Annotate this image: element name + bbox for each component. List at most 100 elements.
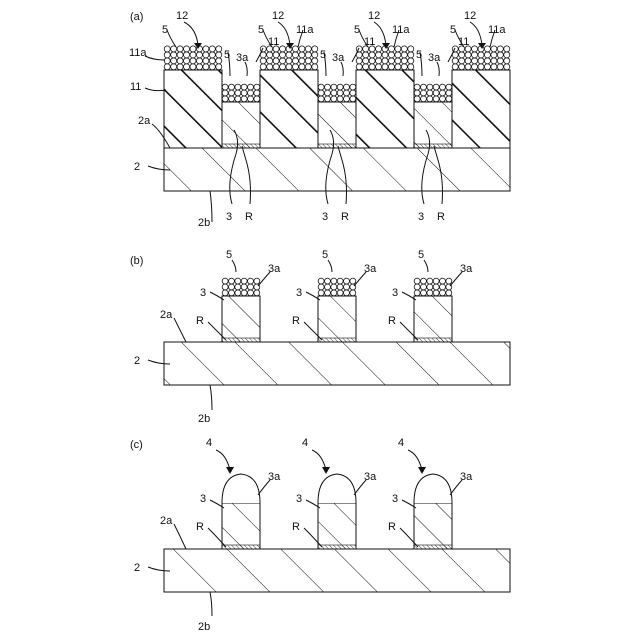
- panel-c-electrode-1: [222, 503, 260, 549]
- particle: [254, 96, 260, 102]
- panel-a-ref-5-small-1: 5: [224, 49, 230, 61]
- panel-b-ref-R-1: R: [196, 315, 204, 327]
- panel-a-arrowheads: [194, 43, 486, 49]
- particle: [229, 290, 235, 296]
- panel-a-ref-5-4: 5: [450, 24, 456, 36]
- particle: [299, 58, 305, 64]
- panel-b-particles-2: [318, 278, 356, 296]
- panel-a-substrate: [164, 148, 510, 191]
- panel-b-electrode-1: [222, 296, 260, 342]
- particle: [440, 90, 446, 96]
- particle: [325, 284, 331, 290]
- particle: [325, 90, 331, 96]
- particle: [414, 90, 420, 96]
- particle: [318, 284, 324, 290]
- particle: [177, 64, 183, 70]
- particle: [484, 52, 490, 58]
- particle: [331, 90, 337, 96]
- particle: [421, 284, 427, 290]
- particle: [421, 278, 427, 284]
- particle: [241, 96, 247, 102]
- particle: [427, 90, 433, 96]
- particle: [305, 64, 311, 70]
- particle: [305, 58, 311, 64]
- panel-a-ref-R-1: R: [245, 211, 253, 223]
- panel-b-ref-3a-3: 3a: [460, 263, 473, 275]
- particle: [433, 290, 439, 296]
- particle: [440, 290, 446, 296]
- panel-b-particles-1: [222, 278, 260, 296]
- panel-c-bump-2: [318, 474, 356, 503]
- panel-a-ref-11-2: 11: [268, 36, 279, 48]
- panel-a-electrode-2: [318, 102, 356, 148]
- particle: [414, 290, 420, 296]
- particle: [222, 90, 228, 96]
- panel-b-ref-3-3: 3: [392, 287, 398, 299]
- particle: [299, 52, 305, 58]
- particle: [356, 46, 362, 52]
- particle: [497, 64, 503, 70]
- panel-a-electrode-3: [414, 102, 452, 148]
- particle: [446, 90, 452, 96]
- particle: [350, 84, 356, 90]
- particle: [363, 64, 369, 70]
- particle: [465, 64, 471, 70]
- particle: [184, 64, 190, 70]
- particle: [273, 52, 279, 58]
- particle: [382, 64, 388, 70]
- particle: [248, 290, 254, 296]
- particle: [260, 46, 266, 52]
- particle: [241, 284, 247, 290]
- particle: [273, 58, 279, 64]
- particle: [203, 64, 209, 70]
- particle: [472, 52, 478, 58]
- panel-c-ref-3a-1: 3a: [268, 471, 281, 483]
- particle: [350, 96, 356, 102]
- particle: [196, 64, 202, 70]
- particle: [497, 46, 503, 52]
- panel-b-ref-3a-1: 3a: [268, 263, 281, 275]
- panel-a-ref-3-2: 3: [322, 211, 328, 223]
- panel-c-ref-4-3: 4: [398, 437, 404, 449]
- panel-b-ref-2a: 2a: [160, 309, 173, 321]
- particle: [164, 52, 170, 58]
- particle: [229, 84, 235, 90]
- panel-b-ref-3a-2: 3a: [364, 263, 377, 275]
- particle: [209, 52, 215, 58]
- particle: [414, 284, 420, 290]
- panel-a-ref-3a-3: 3a: [428, 52, 441, 64]
- particle: [286, 64, 292, 70]
- panel-b: (b) 5 5 5 3a: [130, 249, 510, 425]
- panel-c-electrode-3: [414, 503, 452, 549]
- particle: [312, 64, 318, 70]
- particle: [421, 290, 427, 296]
- particle: [395, 64, 401, 70]
- panel-c-ref-3a-3: 3a: [460, 471, 473, 483]
- particle: [369, 58, 375, 64]
- particle: [331, 284, 337, 290]
- particle: [177, 58, 183, 64]
- panel-a-ref-11a-4: 11a: [488, 24, 506, 36]
- particle: [363, 52, 369, 58]
- particle: [427, 284, 433, 290]
- panel-a-label: (a): [130, 11, 143, 23]
- particle: [190, 52, 196, 58]
- particle: [216, 64, 222, 70]
- panel-a-particles-on-electrode-1: [222, 84, 260, 102]
- particle: [395, 52, 401, 58]
- particle: [164, 64, 170, 70]
- particle: [376, 52, 382, 58]
- particle: [427, 96, 433, 102]
- particle: [325, 96, 331, 102]
- particle: [337, 278, 343, 284]
- particle: [235, 290, 241, 296]
- particle: [401, 58, 407, 64]
- particle: [241, 278, 247, 284]
- panel-a-particles-on-resist-4: [452, 46, 510, 70]
- particle: [292, 64, 298, 70]
- particle: [292, 52, 298, 58]
- particle: [459, 64, 465, 70]
- particle: [254, 90, 260, 96]
- particle: [401, 52, 407, 58]
